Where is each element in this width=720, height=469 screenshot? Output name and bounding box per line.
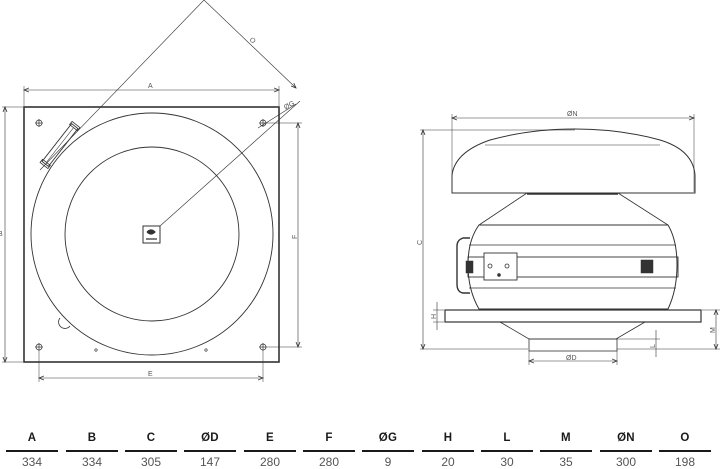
dimension-header: ØN [617, 432, 635, 444]
header-underline [66, 450, 118, 452]
dimension-value: 198 [674, 455, 696, 469]
header-underline [125, 450, 177, 452]
dimension-column-l: L 30 [481, 428, 533, 469]
hood-cap [451, 128, 696, 194]
dimension-value: 300 [615, 455, 637, 469]
mounting-hole-icon [35, 119, 267, 351]
cable-gland [456, 237, 470, 294]
dimension-value: 20 [441, 455, 455, 469]
dimension-value: 305 [140, 455, 162, 469]
dim-label-o: O [248, 36, 257, 45]
drain-bump [58, 317, 71, 329]
dimension-column-a: A 334 [6, 428, 58, 469]
dimension-header: A [27, 432, 37, 444]
dim-label-n: ØN [567, 111, 578, 118]
dimensions-table: A 334 B 334 C 305 ØD 147 E 280 F 280 ØG … [0, 428, 720, 469]
dimension-column-b: B 334 [66, 428, 118, 469]
top-view: ØG O A B E F [0, 0, 302, 382]
header-underline [244, 450, 296, 452]
spigot [528, 338, 618, 352]
dimension-value: 280 [259, 455, 281, 469]
dimension-column-n: ØN 300 [600, 428, 652, 469]
dim-label-d: ØD [566, 355, 577, 362]
dimension-header: ØG [378, 432, 398, 444]
dimension-header: E [266, 432, 274, 444]
dim-label-f: F [292, 235, 299, 239]
header-underline [659, 450, 711, 452]
dimension-column-h: H 20 [422, 428, 474, 469]
dim-label-g: ØG [283, 100, 296, 111]
dimension-column-e: E 280 [244, 428, 296, 469]
hood-inner-circle [64, 146, 240, 322]
header-underline [6, 450, 58, 452]
dimension-column-d: ØD 147 [184, 428, 236, 469]
dimension-header: C [146, 432, 156, 444]
dimension-value: 9 [384, 455, 392, 469]
dim-label-m: M [710, 327, 717, 333]
dimension-header: M [561, 432, 571, 444]
terminal-box [39, 120, 81, 170]
header-underline [481, 450, 533, 452]
header-underline [362, 450, 414, 452]
dim-label-h: H [431, 314, 438, 319]
dimension-value: 30 [500, 455, 514, 469]
dimension-header: L [503, 432, 511, 444]
dimension-column-g: ØG 9 [362, 428, 414, 469]
side-view: ØN C H M L ØD [417, 111, 720, 365]
dimension-value: 280 [318, 455, 340, 469]
dimension-value: 334 [21, 455, 43, 469]
brand-logo-icon [142, 225, 161, 244]
technical-drawing: ØG O A B E F [0, 0, 720, 382]
dimension-header: O [680, 432, 690, 444]
dim-label-l: L [650, 344, 657, 348]
dimension-column-m: M 35 [540, 428, 592, 469]
header-underline [303, 450, 355, 452]
dimension-header: F [325, 432, 333, 444]
dimension-column-o: O 198 [659, 428, 711, 469]
side-base-plate [444, 309, 702, 323]
hood-outer-circle [30, 112, 274, 356]
dimension-value: 334 [81, 455, 103, 469]
dimension-column-c: C 305 [125, 428, 177, 469]
header-underline [540, 450, 592, 452]
dim-label-e: E [148, 371, 153, 378]
dim-label-b: B [0, 231, 3, 238]
dim-label-a: A [148, 83, 153, 90]
header-underline [184, 450, 236, 452]
brand-logo-side-icon [640, 259, 654, 274]
dimension-value: 35 [559, 455, 573, 469]
header-underline [422, 450, 474, 452]
dimension-header: ØD [201, 432, 219, 444]
dimension-column-f: F 280 [303, 428, 355, 469]
base-plate-outline [23, 106, 280, 363]
dim-label-c: C [417, 240, 424, 245]
header-underline [600, 450, 652, 452]
dimension-header: B [87, 432, 97, 444]
dimension-value: 147 [199, 455, 221, 469]
dimension-header: H [443, 432, 453, 444]
motor-body [467, 224, 678, 310]
